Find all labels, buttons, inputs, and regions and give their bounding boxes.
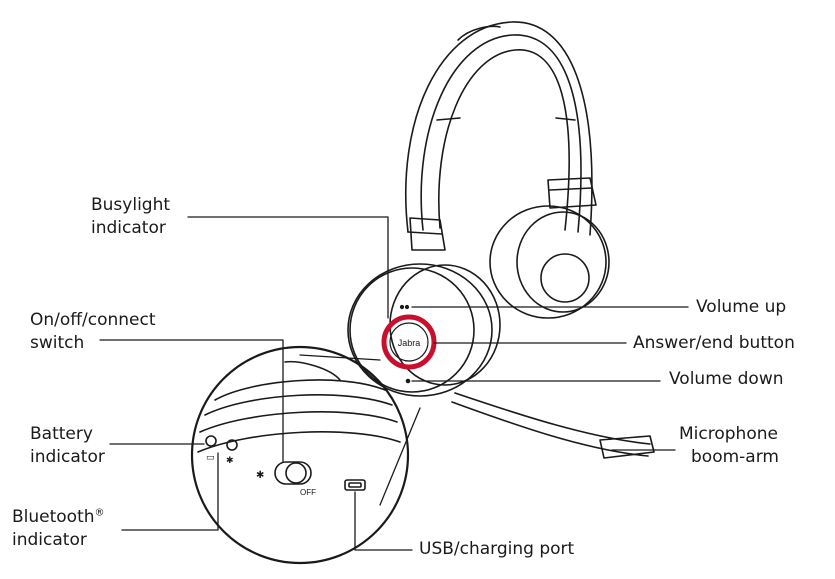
left-earcup bbox=[347, 217, 501, 397]
label-busylight: Busylight indicator bbox=[91, 195, 171, 238]
switch-off-label: OFF bbox=[300, 488, 316, 497]
headband bbox=[404, 21, 593, 236]
bluetooth-indicator-led bbox=[226, 439, 238, 451]
label-usb-port: USB/charging port bbox=[419, 539, 575, 559]
usb-port-icon bbox=[344, 479, 366, 491]
right-earcup bbox=[489, 177, 610, 319]
label-bluetooth: Bluetooth® indicator bbox=[12, 507, 105, 550]
label-answer-end: Answer/end button bbox=[633, 333, 795, 353]
onoff-switch-slot bbox=[274, 461, 312, 485]
volume-down-dot-icon bbox=[405, 378, 411, 384]
label-onoff-switch: On/off/connect switch bbox=[30, 310, 156, 353]
leader-onoff bbox=[99, 339, 284, 463]
label-battery: Battery indicator bbox=[30, 424, 105, 467]
leader-busylight bbox=[187, 216, 389, 319]
answer-end-button-ring bbox=[381, 314, 437, 370]
label-volume-down: Volume down bbox=[669, 369, 784, 389]
leader-usb bbox=[354, 491, 413, 551]
jabra-logo: Jabra bbox=[398, 338, 421, 348]
leader-bluetooth bbox=[121, 452, 219, 531]
battery-icon: ▭ bbox=[206, 453, 215, 463]
detail-zoom-circle bbox=[190, 345, 410, 565]
battery-indicator-led bbox=[205, 435, 217, 447]
microphone-boom-arm bbox=[451, 392, 655, 459]
label-microphone: Microphone boom-arm bbox=[679, 424, 779, 467]
onoff-switch-knob bbox=[285, 462, 307, 484]
bluetooth-icon: ✱ bbox=[226, 456, 234, 466]
volume-up-dots-icon bbox=[399, 304, 405, 310]
bluetooth-switch-icon: ✱ bbox=[256, 470, 264, 481]
label-volume-up: Volume up bbox=[696, 297, 787, 317]
